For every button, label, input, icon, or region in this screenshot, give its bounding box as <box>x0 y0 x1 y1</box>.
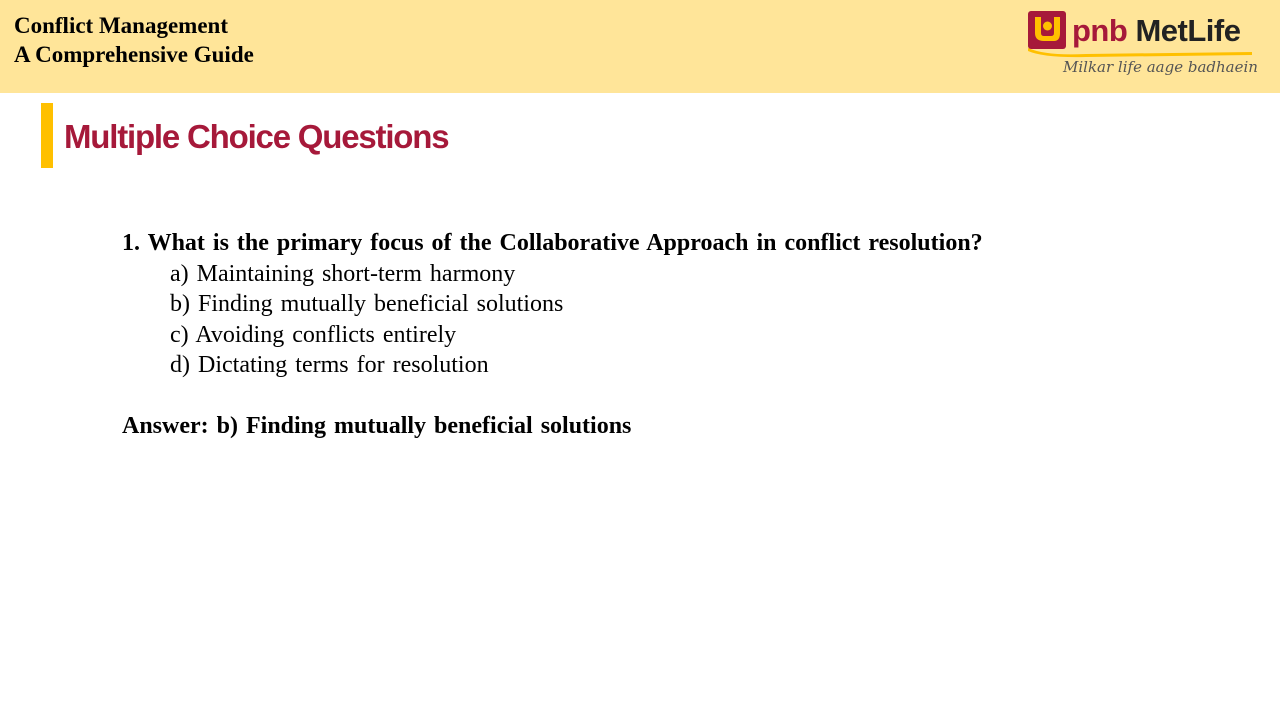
logo-tagline: Milkar life aage badhaein <box>1063 58 1258 76</box>
option-c: c) Avoiding conflicts entirely <box>170 321 457 348</box>
logo-brand-prefix: pnb <box>1072 13 1128 48</box>
question-text: 1. What is the primary focus of the Coll… <box>122 230 983 256</box>
pnb-logo-icon <box>1028 11 1066 49</box>
logo-wordmark: pnb MetLife <box>1072 11 1241 51</box>
logo-brand-name: MetLife <box>1135 13 1241 48</box>
mcq-content: 1. What is the primary focus of the Coll… <box>122 228 983 442</box>
answer-options: a) Maintaining short-term harmony b) Fin… <box>122 259 983 381</box>
header-title-line2: A Comprehensive Guide <box>14 42 254 67</box>
logo-swoosh <box>1028 48 1252 58</box>
option-d: d) Dictating terms for resolution <box>170 352 489 378</box>
section-title: Multiple Choice Questions <box>64 118 450 155</box>
header-title-line1: Conflict Management <box>14 13 228 38</box>
option-b: b) Finding mutually beneficial solutions <box>170 291 564 317</box>
header-band <box>0 0 1280 93</box>
header-title: Conflict Management A Comprehensive Guid… <box>14 11 254 69</box>
option-a: a) Maintaining short-term harmony <box>170 260 516 287</box>
answer-text: Answer: b) Finding mutually beneficial s… <box>122 413 632 439</box>
pnb-metlife-logo: pnb MetLife Milkar life aage badhaein <box>1026 9 1258 84</box>
section-accent-bar <box>41 103 53 168</box>
